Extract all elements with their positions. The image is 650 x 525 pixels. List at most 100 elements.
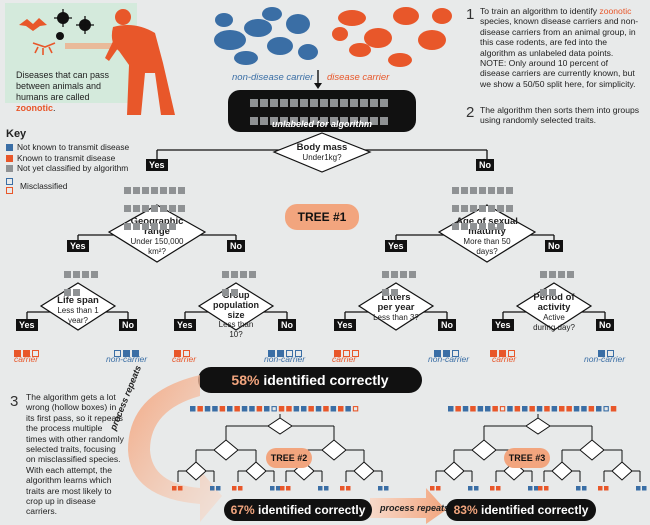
lr-no-tag: No bbox=[278, 319, 296, 331]
mini-square bbox=[204, 406, 211, 412]
non-carrier-square bbox=[443, 350, 450, 357]
mini-square bbox=[308, 406, 314, 412]
unclassified-square bbox=[452, 223, 459, 230]
unclassified-square bbox=[497, 187, 504, 194]
unclassified-square bbox=[497, 223, 504, 230]
leaf-boxes-5 bbox=[334, 346, 374, 364]
leaf-label-noncarrier-4: non-carrier bbox=[264, 354, 306, 364]
carrier-square bbox=[490, 350, 497, 357]
unclassified-square bbox=[452, 205, 459, 212]
leaf-boxes-2 bbox=[114, 346, 154, 364]
mini-square bbox=[216, 486, 221, 491]
mini-square bbox=[241, 406, 248, 412]
mini-square bbox=[324, 486, 329, 491]
mini-square bbox=[172, 486, 177, 491]
step2-text: The algorithm then sorts them into group… bbox=[480, 105, 640, 126]
unclassified-square bbox=[506, 205, 513, 212]
unclassified-square bbox=[169, 205, 176, 212]
non-carrier-square bbox=[598, 350, 605, 357]
mini-node bbox=[471, 439, 497, 461]
unclassified-square bbox=[330, 117, 338, 125]
unclassified-square bbox=[290, 117, 298, 125]
mini-square bbox=[301, 406, 307, 412]
key-item-orange: Known to transmit disease bbox=[6, 153, 146, 164]
unclassified-square bbox=[222, 289, 229, 296]
mini-hollow-square bbox=[499, 406, 506, 412]
mini-square bbox=[338, 406, 344, 412]
unclassified-square bbox=[370, 117, 378, 125]
unclassified-square bbox=[330, 99, 338, 107]
unclassified-square bbox=[300, 99, 308, 107]
mini-node bbox=[267, 417, 293, 435]
right-node-text: Age of sexual maturity More than 50 days… bbox=[456, 216, 518, 257]
mini-square bbox=[528, 486, 533, 491]
mini-square bbox=[436, 486, 441, 491]
root-decision-node bbox=[272, 132, 372, 173]
mini-square bbox=[514, 406, 521, 412]
right-yes-tag: Yes bbox=[385, 240, 407, 252]
non-carrier-square bbox=[132, 350, 139, 357]
ll-no-tag: No bbox=[119, 319, 137, 331]
misclassified-carrier-square bbox=[183, 350, 190, 357]
bat-icon bbox=[19, 18, 47, 31]
carrier-square bbox=[334, 350, 341, 357]
mini-square bbox=[270, 486, 275, 491]
unclassified-square bbox=[240, 271, 247, 278]
unclassified-square bbox=[290, 99, 298, 107]
tree2-pill: TREE #2 bbox=[266, 448, 312, 468]
mini-square bbox=[507, 406, 513, 412]
mini-square bbox=[529, 406, 535, 412]
root-yes-tag: Yes bbox=[146, 159, 168, 171]
lr-yes-tag: Yes bbox=[174, 319, 196, 331]
unclassified-square bbox=[142, 223, 149, 230]
misclassified-non-carrier-square bbox=[607, 350, 614, 357]
hollow-square-icon bbox=[6, 177, 13, 185]
unclassified-square bbox=[488, 223, 495, 230]
mini-node bbox=[551, 461, 573, 481]
leaf-boxes-1 bbox=[14, 346, 54, 364]
unclassified-square bbox=[549, 289, 556, 296]
unclassified-square bbox=[260, 99, 268, 107]
mini-square bbox=[318, 486, 323, 491]
mini-hollow-square bbox=[603, 406, 609, 412]
unclassified-square bbox=[151, 223, 158, 230]
unclassified-square bbox=[82, 271, 89, 278]
mini-square bbox=[598, 486, 603, 491]
rodent-silhouettes bbox=[214, 7, 452, 67]
right-no-tag: No bbox=[545, 240, 563, 252]
repeat-arc-icon bbox=[128, 375, 222, 522]
mini-square bbox=[536, 406, 543, 412]
unclassified-square bbox=[310, 99, 318, 107]
unclassified-square bbox=[461, 223, 468, 230]
mini-square bbox=[178, 486, 183, 491]
misclassified-non-carrier-square bbox=[114, 350, 121, 357]
gray-group-ll bbox=[64, 267, 104, 303]
unclassified-square bbox=[350, 99, 358, 107]
tree3-pill: TREE #3 bbox=[504, 448, 550, 468]
key-item-gray: Not yet classified by algorithm bbox=[6, 163, 146, 174]
step1-number: 1 bbox=[466, 6, 475, 23]
result-3-text: identified correctly bbox=[481, 503, 589, 517]
unclassified-square bbox=[73, 271, 80, 278]
mini-node bbox=[611, 461, 633, 481]
mini-square bbox=[522, 406, 528, 412]
mini-square bbox=[636, 486, 641, 491]
ll-yes-tag: Yes bbox=[16, 319, 38, 331]
unclassified-square bbox=[382, 289, 389, 296]
unclassified-square bbox=[169, 223, 176, 230]
gray-group-rl bbox=[382, 267, 422, 303]
process-repeats-label-2: process repeats bbox=[380, 503, 450, 513]
mini-square bbox=[573, 406, 580, 412]
ll-decision-node bbox=[39, 282, 117, 331]
unclassified-square bbox=[124, 205, 131, 212]
mini-square bbox=[604, 486, 609, 491]
unclassified-square bbox=[142, 187, 149, 194]
carrier-label: disease carrier bbox=[327, 72, 390, 83]
rr-decision-node bbox=[515, 282, 593, 331]
left-yes-tag: Yes bbox=[67, 240, 89, 252]
mini-node bbox=[579, 439, 605, 461]
mini-square bbox=[496, 486, 501, 491]
unlabeled-grid bbox=[250, 96, 394, 132]
unclassified-square bbox=[310, 117, 318, 125]
